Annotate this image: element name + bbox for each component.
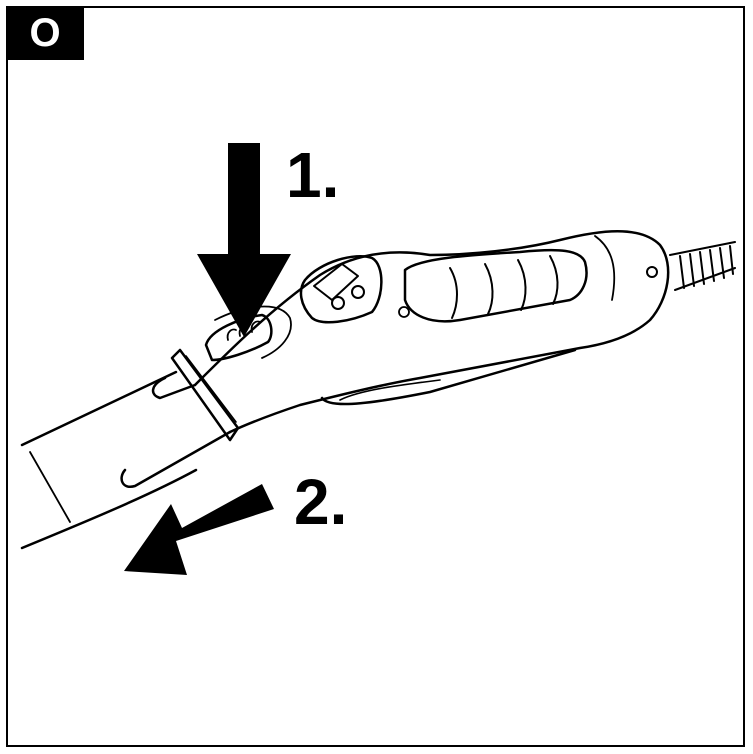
switch-panel [299, 255, 383, 324]
arrow-down-icon [197, 143, 291, 337]
grip-pad [403, 248, 588, 323]
arrow-down-left-icon [124, 484, 274, 575]
collar-ring [170, 348, 240, 442]
panel-frame [6, 6, 745, 747]
step-1-label: 1. [286, 139, 340, 211]
release-button [204, 313, 273, 362]
panel-badge: O [6, 6, 84, 60]
power-cord [669, 241, 736, 291]
handle-body [193, 230, 670, 434]
attachment-tongue [151, 376, 197, 400]
rear-screw [646, 266, 658, 278]
attachment-tube [20, 370, 178, 447]
step-2-label: 2. [294, 466, 348, 538]
